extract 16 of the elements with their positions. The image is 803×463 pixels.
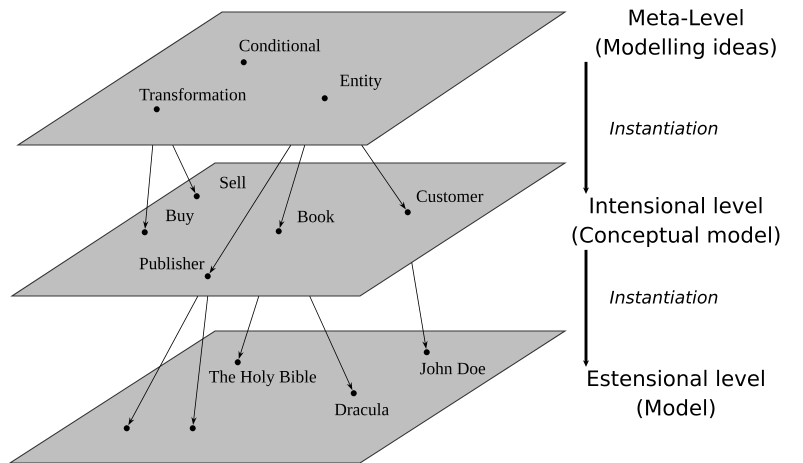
concept-label: John Doe: [420, 362, 486, 374]
edge-label: Instantiation: [610, 290, 718, 304]
edge-label: Instantiation: [610, 121, 718, 135]
concept-label: Book: [297, 210, 335, 222]
concept-label: Dracula: [334, 403, 389, 416]
concept-label: Customer: [416, 190, 484, 202]
level-label: Estensional level (Model): [588, 370, 764, 418]
concept-label: The Holy Bible: [209, 370, 316, 386]
concept-label: Sell: [220, 176, 246, 188]
level-label: Intensional level (Conceptual model): [572, 197, 780, 247]
level-label: Meta-Level (Modelling ideas): [596, 9, 776, 59]
concept-label: Conditional: [240, 39, 320, 52]
concept-label: Buy: [166, 210, 194, 225]
concept-label: Entity: [340, 74, 382, 90]
concept-label: Transformation: [139, 88, 246, 100]
concept-label: Publisher: [140, 257, 204, 270]
